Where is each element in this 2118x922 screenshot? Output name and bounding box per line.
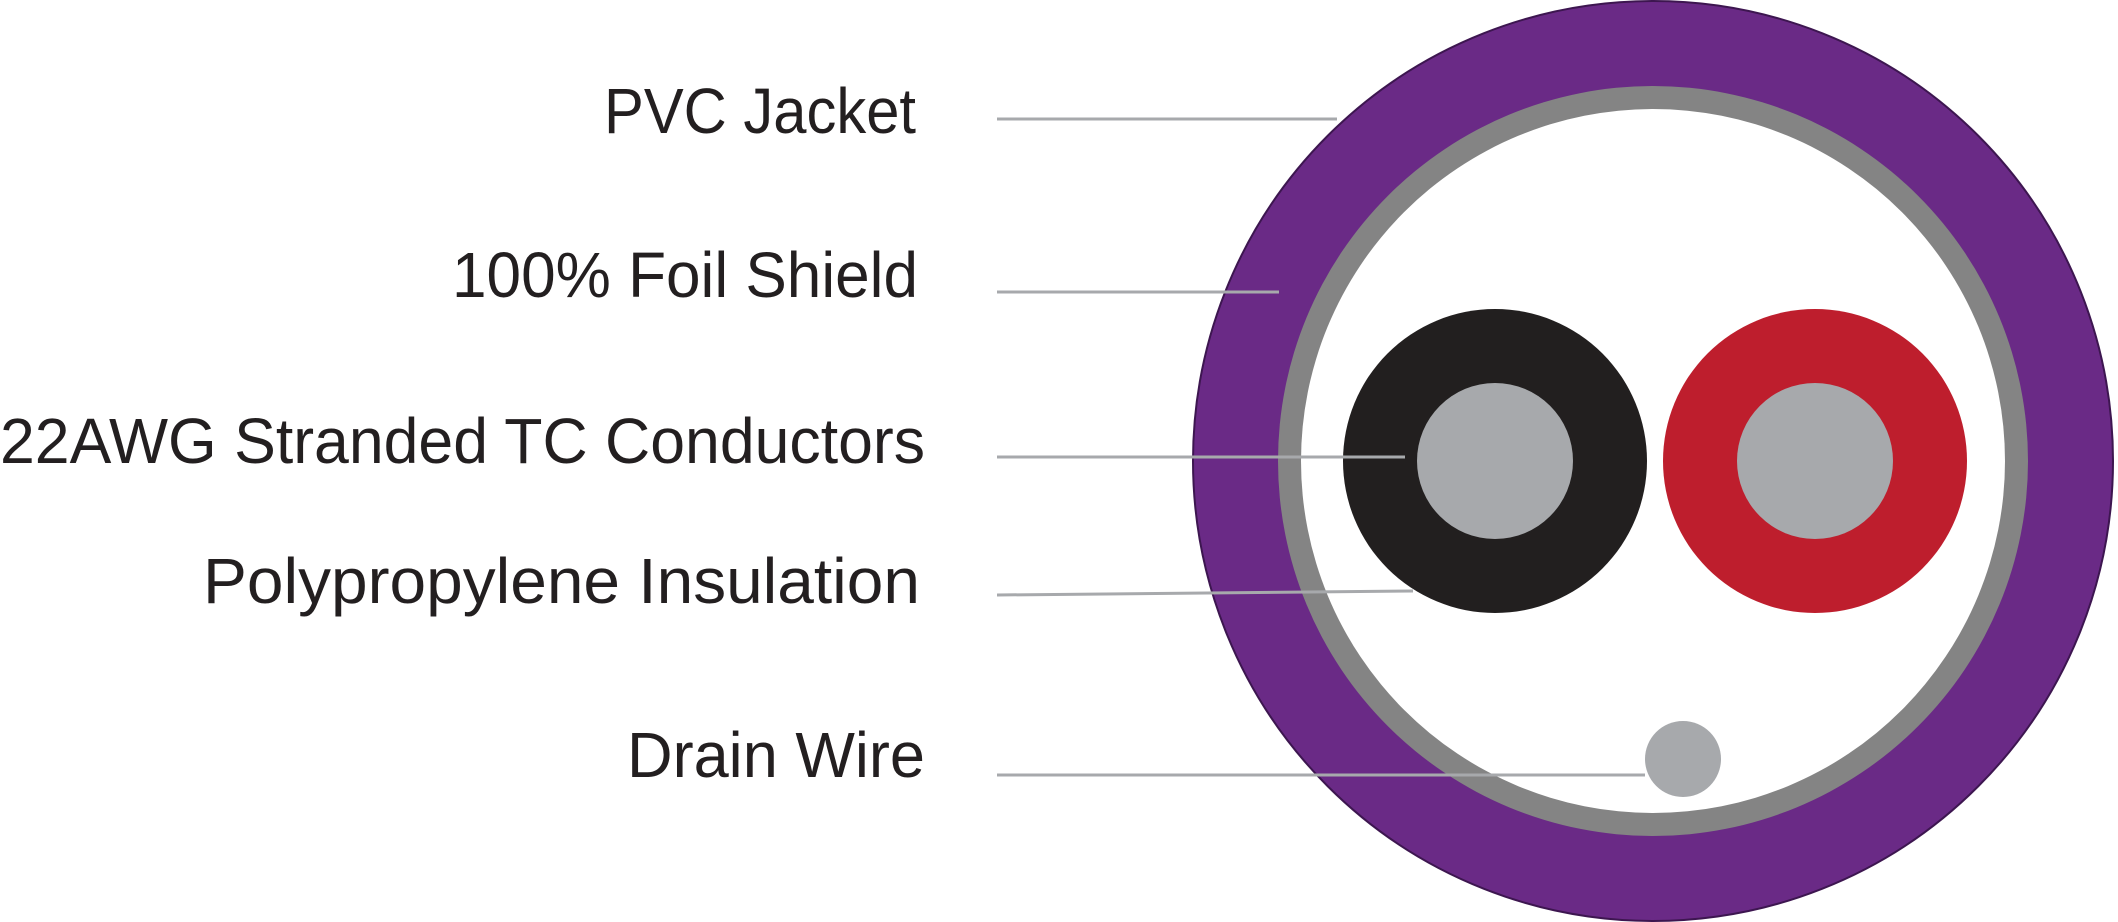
- label-foil-shield: 100% Foil Shield: [452, 239, 918, 311]
- label-pvc-jacket: PVC Jacket: [604, 75, 916, 147]
- label-conductors: 22AWG Stranded TC Conductors: [0, 405, 925, 477]
- black-conductor: [1417, 383, 1573, 539]
- label-insulation: Polypropylene Insulation: [203, 545, 920, 617]
- drain-wire: [1645, 721, 1721, 797]
- leader-line-insulation: [996, 589, 1414, 597]
- red-conductor: [1737, 383, 1893, 539]
- label-drain-wire: Drain Wire: [627, 719, 925, 791]
- cable-cross-section: [1192, 0, 2114, 922]
- leader-lines: [996, 117, 1645, 777]
- cable-core: [1301, 109, 2005, 813]
- callout-labels: PVC Jacket 100% Foil Shield 22AWG Strand…: [0, 75, 925, 791]
